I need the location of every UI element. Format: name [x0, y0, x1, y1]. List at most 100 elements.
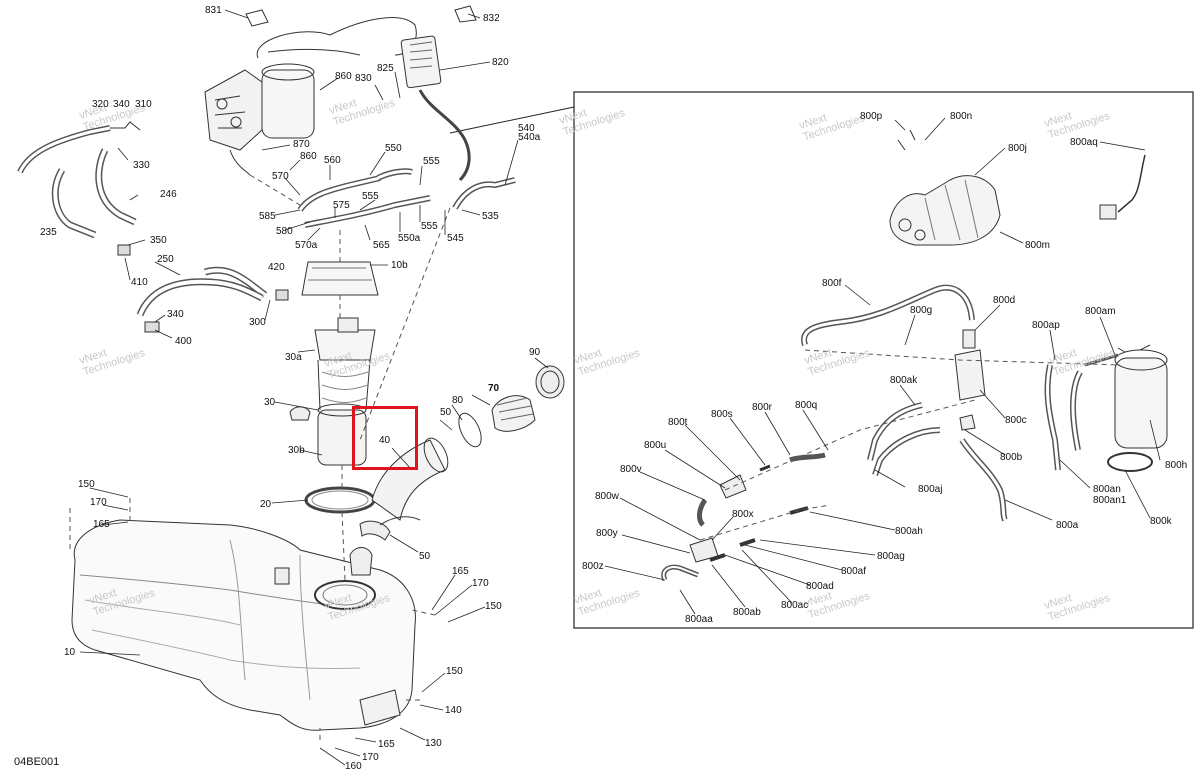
inset-hose-800f	[801, 284, 975, 346]
callout-10: 10	[64, 647, 76, 658]
callout-555: 555	[362, 191, 379, 202]
callout-800an1: 800an1	[1093, 495, 1127, 506]
callout-800aa: 800aa	[685, 614, 713, 625]
callout-800ag: 800ag	[877, 551, 905, 562]
callout-540: 540	[518, 123, 535, 134]
callout-800ab: 800ab	[733, 607, 761, 618]
callout-170: 170	[90, 497, 107, 508]
callout-50: 50	[419, 551, 431, 562]
callout-150: 150	[78, 479, 95, 490]
callout-870: 870	[293, 139, 310, 150]
callout-165: 165	[378, 739, 395, 750]
callout-800v: 800v	[620, 464, 642, 475]
callout-330: 330	[133, 160, 150, 171]
callout-800a: 800a	[1056, 520, 1079, 531]
callout-410: 410	[131, 277, 148, 288]
fuel-tank	[71, 519, 416, 731]
callout-800x: 800x	[732, 509, 754, 520]
callout-420: 420	[268, 262, 285, 273]
callout-540a: 540a	[518, 132, 541, 143]
callout-535: 535	[482, 211, 499, 222]
callout-550a: 550a	[398, 233, 421, 244]
callout-70: 70	[488, 383, 500, 394]
callout-800j: 800j	[1008, 143, 1027, 154]
callout-235: 235	[40, 227, 57, 238]
callout-860: 860	[300, 151, 317, 162]
callout-570a: 570a	[295, 240, 318, 251]
callout-800w: 800w	[595, 491, 619, 502]
callout-400: 400	[175, 336, 192, 347]
callout-800an: 800an	[1093, 484, 1121, 495]
inset-wire	[1117, 154, 1146, 213]
inset-canister-800c	[954, 329, 986, 431]
callout-565: 565	[373, 240, 390, 251]
leader-lines	[79, 9, 1161, 766]
callout-800b: 800b	[1000, 452, 1023, 463]
callout-580: 580	[276, 226, 293, 237]
callout-545: 545	[447, 233, 464, 244]
filler-neck	[371, 365, 565, 526]
callout-800y: 800y	[596, 528, 618, 539]
callout-860: 860	[335, 71, 352, 82]
callout-150: 150	[446, 666, 463, 677]
callout-832: 832	[483, 13, 500, 24]
diagram-code: 04BE001	[14, 756, 60, 768]
callout-800ak: 800ak	[890, 375, 918, 386]
callout-800c: 800c	[1005, 415, 1027, 426]
left-hoses	[17, 121, 289, 333]
inset-frame	[573, 91, 1194, 629]
callout-300: 300	[249, 317, 266, 328]
inset-leader	[449, 106, 575, 134]
callout-340: 340	[113, 99, 130, 110]
callout-320: 320	[92, 99, 109, 110]
callout-570: 570	[272, 171, 289, 182]
callout-800af: 800af	[841, 566, 867, 577]
callout-575: 575	[333, 200, 350, 211]
callout-10b: 10b	[391, 260, 408, 271]
callout-800d: 800d	[993, 295, 1016, 306]
callout-800am: 800am	[1085, 306, 1116, 317]
highlight-box	[352, 406, 418, 470]
callout-340: 340	[167, 309, 184, 320]
callout-800h: 800h	[1165, 460, 1188, 471]
callout-20: 20	[260, 499, 272, 510]
callout-550: 550	[385, 143, 402, 154]
callout-800n: 800n	[950, 111, 973, 122]
callout-90: 90	[529, 347, 541, 358]
callout-310: 310	[135, 99, 152, 110]
callout-555: 555	[423, 156, 440, 167]
callout-560: 560	[324, 155, 341, 166]
callout-80: 80	[452, 395, 464, 406]
callout-250: 250	[157, 254, 174, 265]
callout-800p: 800p	[860, 111, 883, 122]
inset-fittings	[661, 349, 1121, 582]
callout-30a: 30a	[285, 352, 302, 363]
callout-800ah: 800ah	[895, 526, 923, 537]
callout-350: 350	[150, 235, 167, 246]
callout-40: 40	[379, 435, 391, 446]
middle-hoses	[297, 168, 516, 228]
callout-800ad: 800ad	[806, 581, 834, 592]
routing-lines	[69, 174, 451, 740]
inset-valve-assembly	[889, 129, 1001, 246]
callout-585: 585	[259, 211, 276, 222]
callout-170: 170	[362, 752, 379, 763]
callout-800g: 800g	[910, 305, 933, 316]
callout-50: 50	[440, 407, 452, 418]
callout-165: 165	[452, 566, 469, 577]
callout-800ap: 800ap	[1032, 320, 1060, 331]
callout-150: 150	[485, 601, 502, 612]
callout-160: 160	[345, 761, 362, 772]
callout-830: 830	[355, 73, 372, 84]
callout-800z: 800z	[582, 561, 604, 572]
callout-800f: 800f	[822, 278, 842, 289]
callout-800t: 800t	[668, 417, 688, 428]
canister-assembly	[204, 5, 477, 182]
callout-800r: 800r	[752, 402, 773, 413]
inset-canister-800h	[1107, 344, 1168, 472]
callout-800q: 800q	[795, 400, 818, 411]
callout-130: 130	[425, 738, 442, 749]
callout-800u: 800u	[644, 440, 667, 451]
